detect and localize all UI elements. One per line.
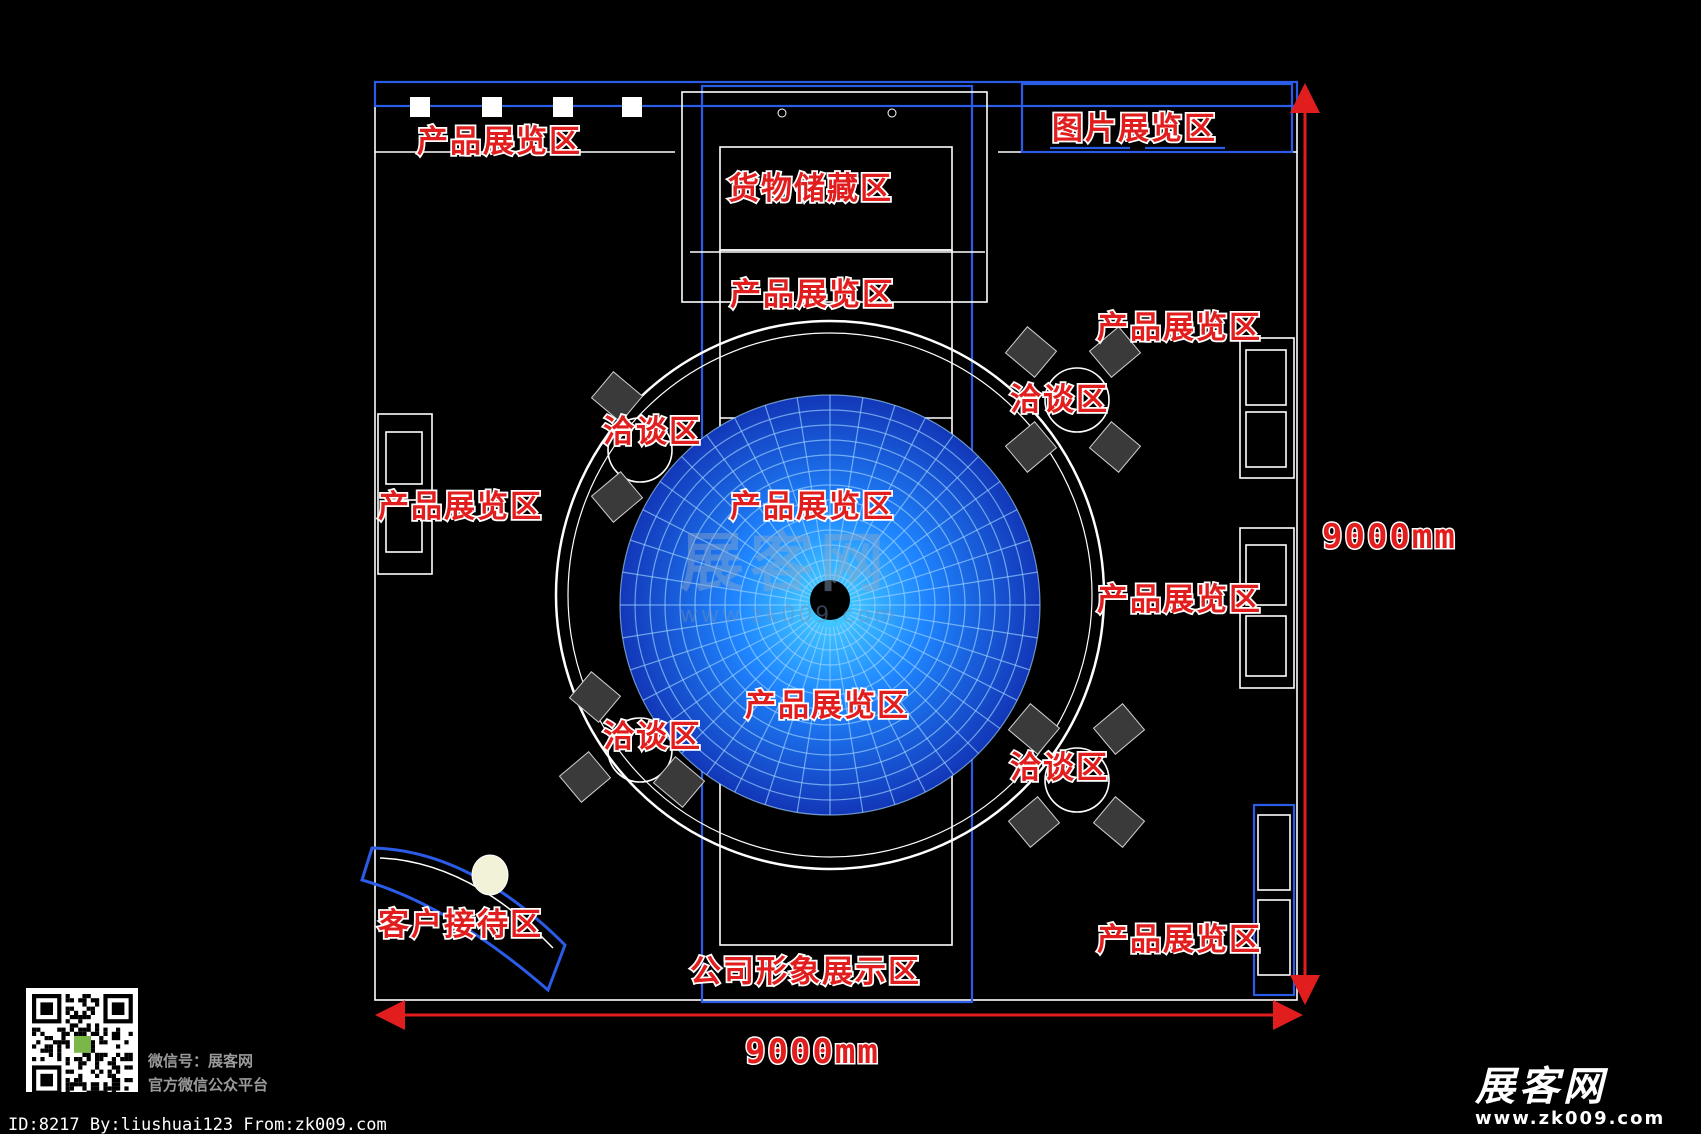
ceiling-light-2 <box>887 108 897 118</box>
zone-label-reception: 客户接待区 <box>378 907 543 943</box>
central-carpet <box>619 394 1041 816</box>
zone-label-product-right-upper: 产品展览区 <box>1097 310 1262 346</box>
left-display-shelf-2 <box>385 499 423 553</box>
top-left-display-cases <box>410 97 642 117</box>
zone-label-negotiation-lower-right: 洽谈区 <box>1010 750 1109 786</box>
right-display-shelf-4 <box>1245 615 1287 677</box>
width-dimension-label: 9000mm <box>745 1032 880 1072</box>
brand-logo: 展客网 <box>1474 1063 1609 1110</box>
watermark-logo: 展客网 <box>680 527 890 601</box>
qr-caption-platform: 官方微信公众平台 <box>148 1076 268 1094</box>
watermark-url: www.zk009.com <box>680 603 898 628</box>
zone-label-picture: 图片展览区 <box>1052 111 1217 147</box>
zone-label-product-right-middle: 产品展览区 <box>1097 582 1262 618</box>
right-display-shelf-2 <box>1245 411 1287 468</box>
left-display-shelf-1 <box>385 431 423 485</box>
zone-label-product-left: 产品展览区 <box>378 489 543 525</box>
arena-ring-outer <box>554 319 1106 871</box>
arena-ring-inner <box>567 332 1093 858</box>
zone-label-negotiation-upper-left: 洽谈区 <box>603 414 702 450</box>
carpet-center-hole <box>810 580 850 620</box>
right-display-shelf-6 <box>1257 899 1291 976</box>
table-set-lower-left <box>558 671 706 808</box>
ceiling-light-1 <box>777 108 787 118</box>
zone-label-product-below-storage: 产品展览区 <box>730 277 895 313</box>
zone-label-product-top-left: 产品展览区 <box>417 124 582 160</box>
zone-label-negotiation-upper-right: 洽谈区 <box>1010 382 1109 418</box>
reception-plant-icon <box>471 854 509 896</box>
storage-room-frame <box>681 91 988 303</box>
zone-label-company-image: 公司形象展示区 <box>690 954 921 990</box>
footer-id-text: ID:8217 By:liushuai123 From:zk009.com <box>8 1115 387 1134</box>
zone-label-storage: 货物储藏区 <box>728 171 893 207</box>
zone-label-negotiation-lower-left: 洽谈区 <box>603 719 702 755</box>
reception-desk-edge <box>379 857 554 949</box>
right-display-shelf-3 <box>1245 544 1287 606</box>
table-set-upper-left <box>590 371 673 523</box>
left-display-case <box>377 413 433 575</box>
qr-caption-wechat: 微信号：展客网 <box>147 1052 253 1070</box>
table-set-lower-right <box>1007 703 1146 848</box>
qr-code-icon <box>26 988 138 1095</box>
right-display-shelf-1 <box>1245 349 1287 406</box>
zone-label-product-right-lower: 产品展览区 <box>1097 922 1262 958</box>
table-set-upper-right <box>1004 326 1142 473</box>
zone-label-product-center-lower: 产品展览区 <box>745 688 910 724</box>
brand-url: www.zk009.com <box>1475 1108 1665 1129</box>
height-dimension-label: 9000mm <box>1322 517 1457 557</box>
reception-desk <box>360 846 567 993</box>
zone-label-product-center: 产品展览区 <box>730 489 895 525</box>
right-display-shelf-5 <box>1257 814 1291 891</box>
